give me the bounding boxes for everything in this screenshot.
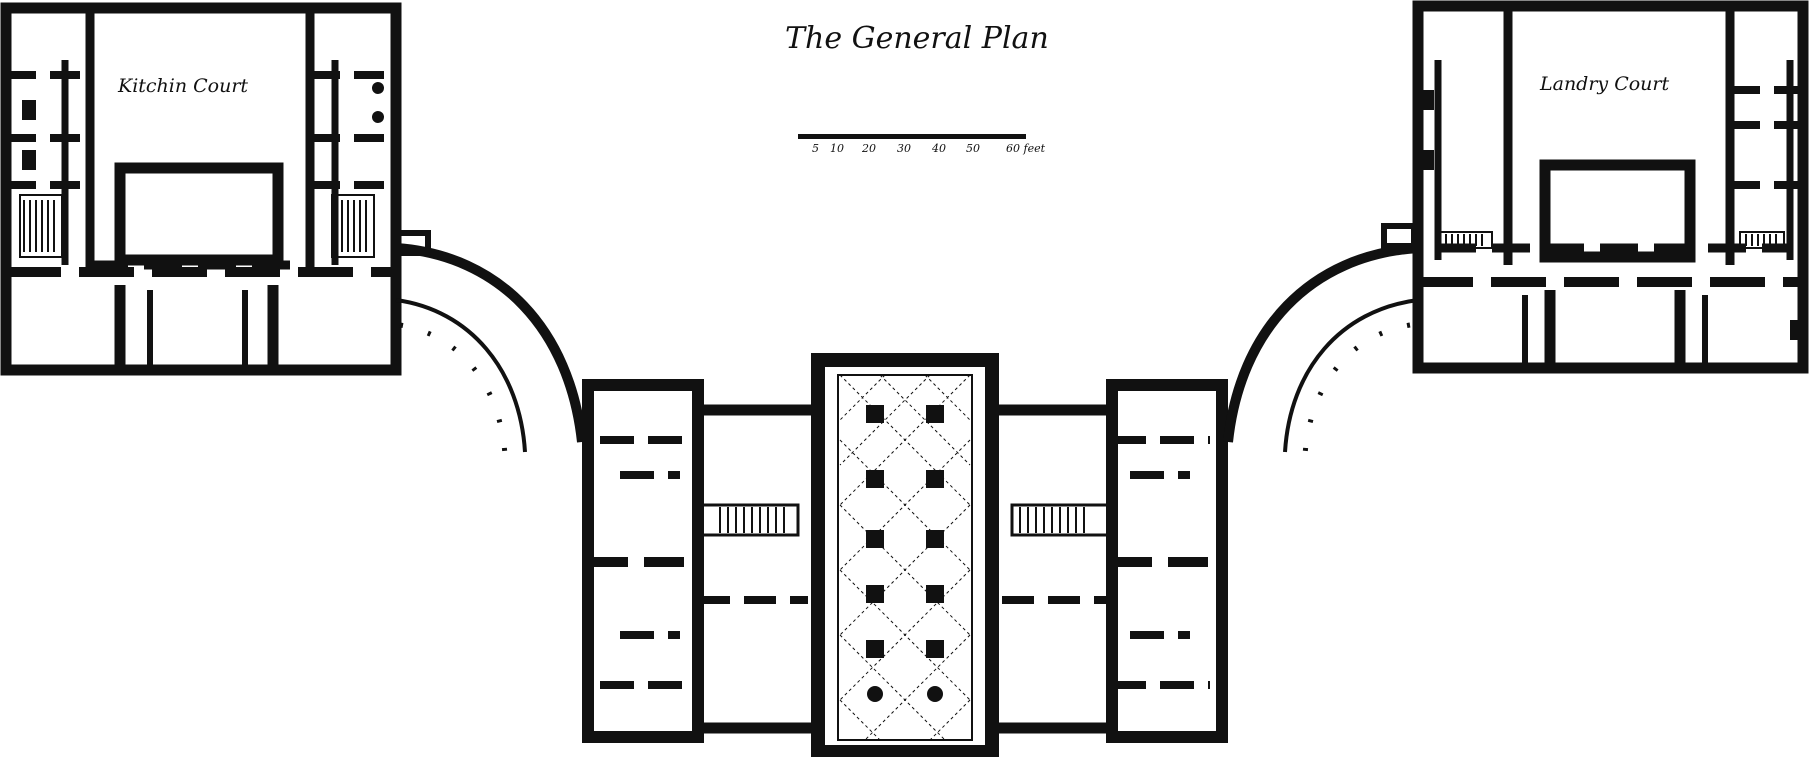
central-hall-outer: [811, 353, 999, 757]
scale-tick-50: 50: [966, 142, 980, 155]
left-range-stair-treads: [719, 507, 785, 533]
scale-tick-5: 5: [812, 142, 819, 155]
scale-bar: 5 10 20 30 40 50 60 feet: [798, 134, 1046, 155]
right-east-room-partitions: [1730, 86, 1803, 189]
scale-tick-30: 30: [897, 142, 911, 155]
left-wing-stairs: [19, 194, 375, 258]
scale-tick-10: 10: [830, 142, 844, 155]
scale-tick-40: 40: [931, 142, 946, 155]
left-gallery-pier-top: [395, 230, 431, 256]
right-pavilion-chambers: [1112, 436, 1210, 689]
central-hall-vault-lines: [839, 374, 971, 741]
plan-title: The General Plan: [785, 21, 1049, 56]
right-wing-landry-court: [1412, 0, 1809, 374]
left-range-stair: [696, 503, 800, 537]
left-court-label: Kitchin Court: [117, 75, 248, 97]
right-curved-gallery: [1223, 223, 1419, 456]
left-gallery-inner-arc: [395, 298, 527, 453]
central-block: [582, 353, 1228, 757]
left-gallery-outer-arc: [395, 243, 587, 443]
right-range-stair-treads: [1019, 507, 1085, 533]
left-pavilion-chambers: [600, 436, 698, 689]
right-gallery-inner-arc: [1283, 298, 1419, 453]
central-hall-columns: [866, 405, 944, 702]
left-gallery-colonnade: [399, 322, 508, 456]
right-wing-niches: [1420, 90, 1802, 340]
left-curved-gallery: [395, 230, 587, 456]
central-right-range: [986, 404, 1118, 734]
scale-tick-60-feet: 60 feet: [1006, 142, 1046, 155]
right-gallery-colonnade: [1302, 322, 1411, 456]
central-left-range: [692, 404, 824, 734]
scale-bar-line: [798, 134, 1026, 139]
right-gallery-outer-arc: [1223, 243, 1419, 443]
right-gallery-pier-top: [1381, 223, 1417, 249]
central-hall-inner: [837, 374, 973, 741]
left-wing-niches: [22, 82, 384, 170]
left-wing-kitchin-court: [0, 2, 402, 376]
right-wing-stairs: [1439, 231, 1785, 249]
left-central-room: [114, 162, 284, 266]
right-central-room: [1539, 159, 1696, 263]
scale-tick-20: 20: [861, 142, 876, 155]
right-court-label: Landry Court: [1539, 73, 1669, 95]
